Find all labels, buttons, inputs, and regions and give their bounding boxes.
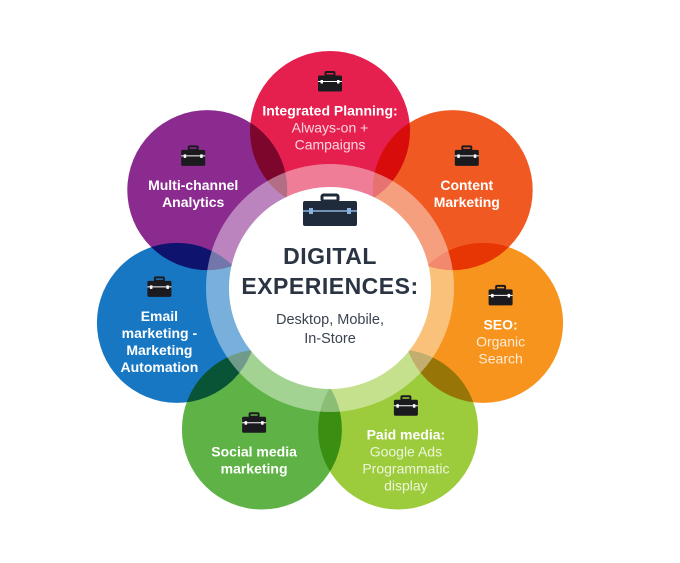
center-briefcase-icon: [303, 193, 357, 226]
petal-social-media-marketing-title-line: Social media: [211, 444, 297, 460]
center-circle: [229, 187, 431, 389]
petal-email-marketing-title-line: Email: [141, 308, 178, 324]
petal-labels: Integrated Planning:Always-on +Campaigns…: [121, 71, 525, 494]
petal-integrated-planning: [250, 51, 410, 211]
petal-seo-detail-line: Organic: [476, 333, 525, 349]
petal-circles: [96, 51, 564, 510]
petal-paid-media-title-line: Paid media:: [367, 427, 446, 443]
center-hub: DIGITAL EXPERIENCES: Desktop, Mobile, In…: [206, 164, 454, 412]
petal-paid-media-detail-line: Google Ads: [370, 444, 442, 460]
petal-multi-channel-analytics-title-line: Multi-channel: [148, 177, 238, 193]
petal-paid-media-detail-line: Programmatic: [362, 461, 449, 477]
center-subtitle-line-2: In-Store: [304, 331, 356, 347]
center-title-line-2: EXPERIENCES:: [241, 273, 418, 299]
petal-multi-channel-analytics-title-line: Analytics: [162, 194, 224, 210]
center-subtitle-line-1: Desktop, Mobile,: [276, 312, 384, 328]
petal-content-marketing-title-line: Marketing: [434, 194, 500, 210]
petal-email-marketing-title-line: Marketing: [126, 342, 192, 358]
petal-label-integrated-planning: Integrated Planning:Always-on +Campaigns: [262, 71, 398, 153]
petal-integrated-planning-detail-line: Campaigns: [295, 137, 366, 153]
petal-paid-media-detail-line: display: [384, 478, 428, 494]
petal-content-marketing-title-line: Content: [440, 177, 493, 193]
petal-paid-media: [318, 349, 479, 510]
petal-integrated-planning-title-line: Integrated Planning:: [262, 103, 397, 119]
petal-email-marketing: [96, 242, 257, 403]
petal-integrated-planning-detail-line: Always-on +: [292, 120, 369, 136]
petal-seo-detail-line: Search: [478, 350, 522, 366]
petal-email-marketing-title-line: marketing -: [122, 325, 198, 341]
petal-social-media-marketing-title-line: marketing: [221, 461, 288, 477]
petal-seo: [403, 242, 564, 403]
center-title-line-1: DIGITAL: [283, 243, 377, 269]
petal-seo-title-line: SEO:: [483, 316, 517, 332]
petal-email-marketing-title-line: Automation: [121, 359, 199, 375]
